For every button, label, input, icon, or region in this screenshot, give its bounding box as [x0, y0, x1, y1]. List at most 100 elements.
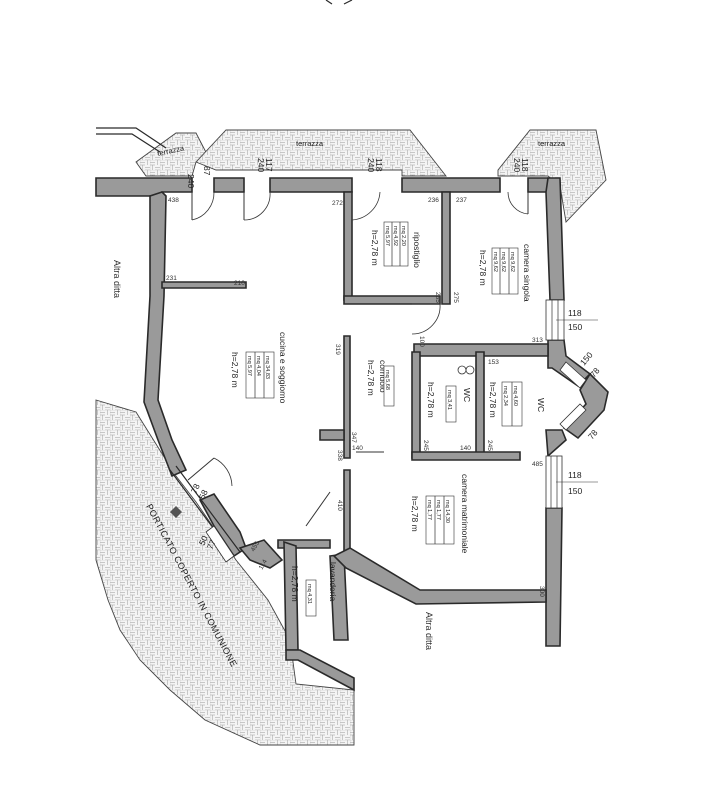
door-entry-top-left[interactable]	[191, 191, 215, 221]
svg-text:mq 3,41: mq 3,41	[446, 390, 452, 410]
dim-118-r1: 118	[568, 308, 582, 318]
dim-245-a: 245	[422, 440, 429, 451]
dim-50: 50	[197, 534, 210, 547]
room-wc-1: WC h=2,78 m mq 3,41	[426, 382, 472, 423]
wall-right-upper	[545, 177, 565, 301]
window-bay-1	[559, 361, 587, 389]
svg-text:mq 9,62: mq 9,62	[500, 252, 506, 272]
svg-text:h=2,78 m: h=2,78 m	[478, 250, 488, 286]
dim-240-d: 240	[512, 158, 522, 172]
dim-78-b: 78	[586, 427, 600, 441]
svg-text:camera singola: camera singola	[522, 244, 532, 302]
dim-485: 485	[532, 461, 543, 468]
window-bay-2	[559, 403, 587, 431]
wall-top-seg2	[213, 177, 245, 193]
dim-210: 210	[234, 280, 245, 287]
wall-ripostiglio-left	[343, 191, 353, 301]
label-terrazza-right: terrazza	[538, 139, 566, 148]
dim-410: 410	[336, 500, 343, 511]
label-altra-ditta-left: Altra ditta	[112, 260, 122, 298]
door-ripostiglio-lower[interactable]	[411, 303, 441, 335]
wall-left-lower2	[238, 539, 284, 569]
dim-150-r2: 150	[568, 486, 582, 496]
dim-240-b: 240	[256, 158, 266, 172]
dim-338: 338	[336, 450, 343, 461]
svg-text:h=2,78 m: h=2,78 m	[410, 496, 420, 532]
svg-text:lavanderia: lavanderia	[328, 562, 338, 601]
wall-right-mid	[545, 429, 567, 458]
dim-150-r1: 150	[568, 322, 582, 332]
wall-top-left	[95, 177, 193, 197]
terrace-right	[497, 129, 607, 223]
dim-313: 313	[532, 337, 543, 344]
room-lavanderia: lavanderia h=2,78 m mq 4,31	[290, 562, 338, 617]
svg-text:h=2,78 m: h=2,78 m	[366, 360, 376, 396]
door-ripostiglio[interactable]	[351, 191, 381, 221]
top-cropped-mark	[325, 0, 353, 5]
svg-text:mq 5,68: mq 5,68	[384, 370, 390, 390]
wall-corridor-left	[343, 335, 351, 459]
dim-114: 114	[258, 558, 269, 571]
svg-text:mq 2,20: mq 2,20	[400, 226, 406, 246]
dim-118-a: 118	[374, 158, 384, 172]
dim-347: 347	[350, 432, 357, 443]
svg-text:mq 5,97: mq 5,97	[246, 356, 252, 376]
wall-wc-divider	[475, 351, 485, 459]
wall-matrimoniale-bottom	[332, 547, 547, 605]
wall-top-seg4	[401, 177, 501, 193]
room-cucina-soggiorno: cucina e soggiorno h=2,78 m mq 34,83 mq …	[230, 332, 288, 404]
wall-wc-left	[411, 351, 421, 459]
wall-lavanderia-bottom	[285, 649, 355, 692]
dim-100: 100	[418, 336, 425, 347]
label-altra-ditta-bottom: Altra ditta	[424, 612, 434, 650]
svg-text:mq 5,97: mq 5,97	[384, 226, 390, 246]
svg-text:mq 2,34: mq 2,34	[502, 386, 508, 406]
porticato-marker-icon	[170, 506, 182, 518]
door-entrance-porticato[interactable]	[187, 457, 233, 487]
dim-455: 455	[250, 540, 262, 553]
dim-231: 231	[166, 275, 177, 282]
svg-text:mq 4,04: mq 4,04	[255, 356, 261, 376]
porticato-area	[95, 399, 355, 746]
svg-text:h=2,78 m: h=2,78 m	[426, 382, 436, 418]
dim-117: 117	[264, 158, 274, 172]
wall-top-seg3	[269, 177, 353, 193]
dim-240-c: 240	[366, 158, 376, 172]
door-top-cucina[interactable]	[243, 191, 271, 221]
svg-text:ripostiglio: ripostiglio	[412, 232, 422, 268]
dim-150-diag: 150	[578, 350, 595, 368]
svg-text:mq 1,77: mq 1,77	[435, 500, 441, 520]
wall-right-lower	[545, 507, 563, 647]
dim-265: 265	[434, 292, 441, 303]
svg-text:mq 4,60: mq 4,60	[512, 386, 518, 406]
dim-87: 87	[202, 166, 212, 176]
room-camera-matrimoniale: camera matrimoniale h=2,78 m mq 14,30 mq…	[410, 474, 470, 554]
dim-237: 237	[456, 197, 467, 204]
wall-ripostiglio-right	[441, 191, 451, 305]
svg-text:mq 9,62: mq 9,62	[492, 252, 498, 272]
window-left-slant	[205, 525, 235, 563]
svg-text:mq 14,30: mq 14,30	[444, 500, 450, 523]
wall-cucina-stub	[161, 281, 247, 289]
door-camera-singola[interactable]	[507, 191, 529, 215]
dim-275: 275	[452, 292, 459, 303]
wall-ripostiglio-bottom	[343, 295, 441, 305]
dim-78-l: 78	[189, 482, 202, 495]
svg-text:camera matrimoniale: camera matrimoniale	[460, 474, 470, 554]
wall-bay	[562, 372, 609, 440]
wall-top-seg5	[527, 177, 549, 193]
dim-319: 319	[334, 344, 341, 355]
dim-58: 58	[197, 488, 210, 501]
dim-153: 153	[488, 359, 499, 366]
door-lower-corridor[interactable]	[305, 491, 331, 527]
dim-118-r2: 118	[568, 470, 582, 480]
dim-140-b: 140	[460, 445, 471, 452]
svg-text:WC: WC	[536, 398, 546, 412]
svg-text:cucina e soggiorno: cucina e soggiorno	[278, 332, 288, 404]
dim-77: 77	[205, 538, 218, 551]
dim-118-b: 118	[520, 158, 530, 172]
left-top-lines	[96, 127, 167, 153]
room-corridoio: corridoio h=2,78 m mq 5,68	[366, 360, 395, 407]
svg-text:mq 1,77: mq 1,77	[426, 500, 432, 520]
